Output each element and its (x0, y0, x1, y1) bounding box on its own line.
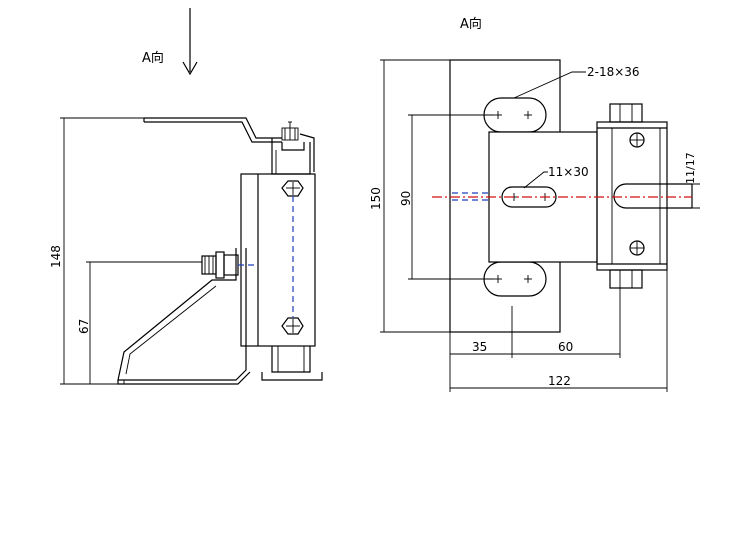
dim-122-label: 122 (548, 374, 571, 388)
bottom-nut-icon (609, 269, 643, 289)
side-slot-callout: 11/17 (672, 152, 700, 209)
dimension-148: 148 (49, 117, 144, 385)
side-slot-label: 11/17 (684, 152, 697, 184)
dimension-67: 67 (77, 261, 202, 384)
dim-90-label: 90 (399, 191, 413, 206)
dimension-150: 150 (369, 59, 450, 333)
bottom-bolt-icon (281, 317, 304, 335)
lower-bracket (117, 248, 251, 385)
top-bracket (143, 117, 315, 175)
top-bolt-icon (281, 180, 304, 197)
main-block (240, 173, 323, 381)
front-view: A向 (369, 16, 700, 392)
slot-spec-label: 2-18×36 (587, 65, 640, 79)
view-label-right: A向 (460, 16, 482, 32)
center-slot-callout: 11×30 (523, 165, 589, 189)
center-slot-label: 11×30 (548, 165, 589, 179)
dimension-35-60: 35 60 (449, 288, 621, 392)
view-arrow (182, 8, 198, 76)
slot-spec-callout: 2-18×36 (513, 65, 640, 99)
clamp-assembly (596, 103, 693, 289)
top-nut-icon (609, 103, 643, 123)
dim-60-label: 60 (558, 340, 573, 354)
lower-bolt-icon (629, 240, 645, 256)
dimension-90: 90 (399, 114, 494, 280)
view-label-left: A向 (142, 50, 164, 66)
dim-35-label: 35 (472, 340, 487, 354)
side-view: A向 (49, 8, 323, 385)
dim-148-label: 148 (49, 245, 63, 268)
dim-67-label: 67 (77, 319, 91, 334)
side-screw-icon (201, 251, 258, 279)
upper-bolt-icon (629, 132, 645, 148)
dimension-122: 122 (450, 270, 668, 392)
dim-150-label: 150 (369, 187, 383, 210)
